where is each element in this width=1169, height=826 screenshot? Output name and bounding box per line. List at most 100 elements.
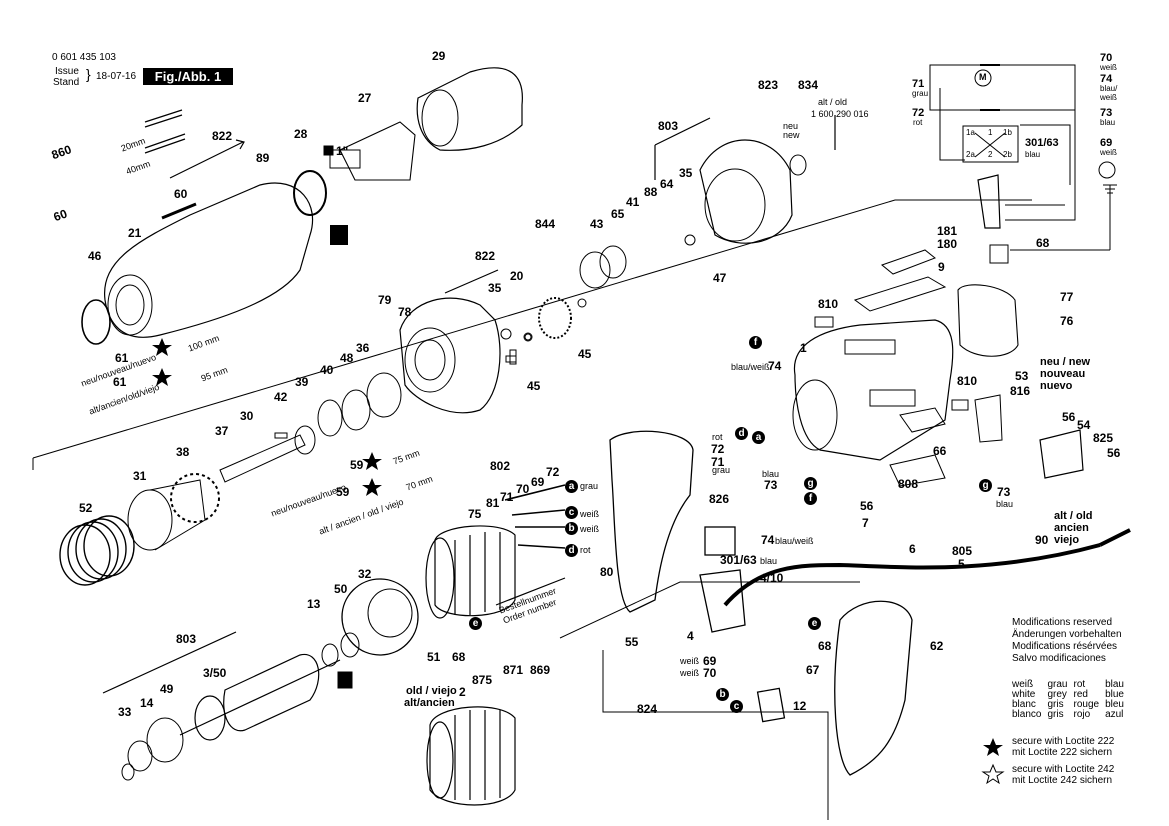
wire-color-weiss-2: weiß	[580, 524, 600, 534]
note-loctite-222-de: mit Loctite 222 sichern	[1012, 747, 1113, 758]
callout-e-2: e	[808, 617, 821, 630]
legend-cell: blau	[1105, 679, 1124, 690]
part-label: 825	[1093, 431, 1114, 445]
part-label: 51	[427, 650, 441, 664]
part-label: 180	[937, 237, 958, 251]
motor-housing-823	[699, 139, 793, 244]
part-label: 869	[530, 663, 551, 677]
wiring-73-color: blau	[1100, 118, 1116, 127]
gear-housing-shape	[104, 182, 314, 338]
part-label: 13	[307, 597, 321, 611]
loctite-star-1	[983, 738, 1003, 756]
wiring-74-color-1: blau/	[1100, 84, 1118, 93]
legend-cell: bleu	[1105, 699, 1124, 710]
alt-old-right-1: alt / old	[1054, 510, 1093, 522]
stator-802	[425, 525, 516, 619]
motor-housing-1	[793, 319, 954, 461]
wire-color-grau-2: grau	[712, 465, 731, 475]
wiring-72-color: rot	[913, 118, 923, 127]
part-label: 36	[356, 341, 370, 355]
upper-group-frame	[32, 199, 1032, 459]
part-label: 871	[503, 663, 524, 677]
part-label: 4/10	[760, 571, 784, 585]
handle-group-frame	[602, 650, 829, 820]
legend-cell: rot	[1073, 679, 1086, 690]
legend-row-es: blanco gris rojo azul	[1012, 710, 1130, 720]
callout-a-2: a	[752, 431, 765, 444]
motor-symbol-label: M	[979, 72, 987, 82]
part-label: 60	[174, 187, 188, 201]
part-label: 47	[713, 271, 727, 285]
note-modifications-es: Salvo modificaciones	[1012, 653, 1106, 664]
part-label: 29	[432, 49, 446, 63]
part-label: 50	[334, 582, 348, 596]
part-label: 69	[531, 475, 545, 489]
legend-cell: blanc	[1012, 699, 1036, 710]
legend-cell: rouge	[1073, 699, 1100, 710]
part-label: 42	[274, 390, 288, 404]
part-label: 56	[860, 499, 874, 513]
spring-52	[59, 515, 135, 586]
legend-cell: grau	[1047, 679, 1068, 690]
wiring-72: 72	[912, 107, 925, 119]
wire-color-blau: blau	[762, 469, 780, 479]
part-label: 38	[176, 445, 190, 459]
part-label: 43	[590, 217, 604, 231]
sw-2a: 2a	[966, 150, 975, 159]
part-label: 65	[611, 207, 625, 221]
callout-e: e	[469, 617, 482, 630]
part-label: 803	[176, 632, 197, 646]
part-label: 68	[1036, 236, 1050, 250]
part-label: 64	[660, 177, 674, 191]
wire-color-blau-weiss: blau/weiß	[775, 536, 814, 546]
part-label: 805	[952, 544, 973, 558]
loctite-star-2	[981, 763, 1005, 785]
part-label: 4	[687, 629, 694, 643]
note-loctite-242-de: mit Loctite 242 sichern	[1012, 775, 1113, 786]
part-label: 77	[1060, 290, 1074, 304]
issue-date: 18-07-16	[96, 71, 137, 82]
spindle-30	[219, 434, 306, 483]
part-label: 74	[768, 359, 782, 373]
part-label: 68	[452, 650, 466, 664]
hammer-housing	[399, 297, 501, 414]
part-label: 79	[378, 293, 392, 307]
callout-g-2: g	[979, 479, 992, 492]
legend-row-fr: blanc gris rouge bleu	[1012, 700, 1130, 710]
sw-2b: 2b	[1003, 150, 1012, 159]
part-label: 37	[215, 424, 229, 438]
sw-2: 2	[988, 150, 993, 159]
callout-c: c	[565, 506, 578, 519]
part-label: 61	[113, 375, 127, 389]
part-label: 40	[320, 363, 334, 377]
part-label: 74	[761, 533, 775, 547]
wire-color-weiss: weiß	[580, 509, 600, 519]
part-label: 71	[500, 490, 514, 504]
legend-cell: red	[1073, 689, 1088, 700]
note-loctite-242-en: secure with Loctite 242	[1012, 764, 1115, 775]
part-label: 181	[937, 224, 958, 238]
part-label: 2	[459, 685, 466, 699]
wiring-74-color-2: weiß	[1100, 93, 1117, 102]
part-label: 62	[930, 639, 944, 653]
alt-old-label: alt / old	[818, 97, 848, 107]
callout-a: a	[565, 480, 578, 493]
part-label: 53	[1015, 369, 1029, 383]
note-modifications-de: Änderungen vorbehalten	[1012, 629, 1122, 640]
part-label: 68	[818, 639, 832, 653]
wiring-71-color: grau	[912, 89, 929, 98]
wire-color-grau: grau	[580, 481, 599, 491]
part-label: 12	[793, 699, 807, 713]
callout-b-2: b	[716, 688, 729, 701]
note-modifications-en: Modifications reserved	[1012, 617, 1113, 628]
neu-label: neu	[783, 121, 799, 131]
part-label: 55	[625, 635, 639, 649]
wire-color-blau-2: blau	[760, 556, 778, 566]
legend-cell: blanco	[1012, 709, 1042, 720]
part-label: 72	[711, 442, 725, 456]
wire-color-rot-2: rot	[712, 432, 723, 442]
callout-c-2: c	[730, 700, 743, 713]
anvil-27	[339, 121, 416, 181]
